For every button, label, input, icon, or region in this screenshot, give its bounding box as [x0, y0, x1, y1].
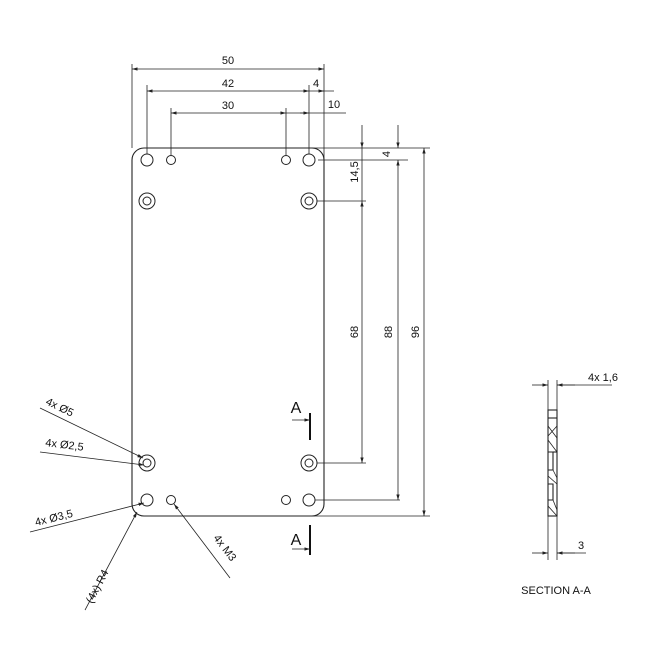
dim-96: 96 — [410, 326, 422, 338]
counterbore-right-top-inner — [304, 196, 314, 206]
hole-top-left — [140, 153, 154, 167]
section-view: 4x 1,6 3 SECTION A-A — [521, 372, 618, 597]
hole-bottom-right — [302, 493, 316, 507]
dim-68: 68 — [349, 326, 361, 338]
dim-88: 88 — [383, 326, 395, 338]
dim-42: 42 — [222, 78, 234, 90]
counterbore-left-bottom-inner — [142, 458, 152, 468]
thread-top-left — [166, 155, 176, 165]
callout-d5: 4x Ø5 — [44, 396, 76, 420]
hole-top-right — [302, 153, 316, 167]
dim-14-5: 14,5 — [349, 161, 361, 182]
section-cut-markers: A A — [291, 400, 311, 555]
callout-r4: (4x) R4 — [84, 568, 112, 605]
callout-m3: 4x M3 — [211, 533, 239, 564]
section-marker-top: A — [291, 400, 302, 417]
thread-bottom-left — [166, 495, 176, 505]
counterbore-left-top-inner — [142, 196, 152, 206]
right-dimensions: 14,5 68 4 88 96 — [312, 125, 430, 517]
section-thickness-bottom: 3 — [578, 540, 584, 552]
hole-bottom-left — [140, 493, 154, 507]
section-thickness-top: 4x 1,6 — [588, 372, 618, 384]
dim-4-right: 4 — [381, 151, 393, 157]
dim-4-top: 4 — [313, 78, 319, 90]
section-marker-bottom: A — [291, 532, 302, 549]
dim-10: 10 — [328, 99, 340, 111]
callouts: 4x Ø5 4x Ø2,5 4x Ø3,5 (4x) R4 4x M3 — [29, 396, 239, 611]
holes — [138, 153, 318, 507]
dim-30: 30 — [222, 100, 234, 112]
thread-bottom-right — [281, 495, 291, 505]
top-dimensions: 50 42 4 30 10 — [131, 55, 346, 160]
callout-d25: 4x Ø2,5 — [45, 437, 85, 454]
thread-top-right — [281, 155, 291, 165]
counterbore-right-bottom-inner — [304, 458, 314, 468]
dim-50: 50 — [222, 55, 234, 67]
plate-outline — [131, 147, 325, 517]
section-caption: SECTION A-A — [521, 585, 591, 597]
